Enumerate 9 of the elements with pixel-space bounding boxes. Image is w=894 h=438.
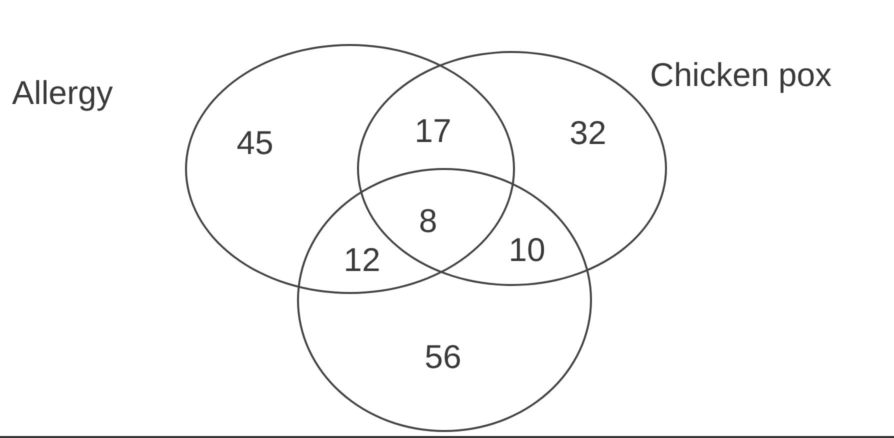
region-count: 56 xyxy=(424,340,462,373)
region-count: 10 xyxy=(508,233,546,266)
set-label: Allergy xyxy=(12,76,113,109)
region-count: 8 xyxy=(418,204,438,237)
region-count: 45 xyxy=(236,126,274,159)
region-count: 12 xyxy=(344,243,380,276)
set-label: Chicken pox xyxy=(650,58,832,91)
region-count: 17 xyxy=(414,114,452,147)
region-count: 32 xyxy=(570,116,606,149)
